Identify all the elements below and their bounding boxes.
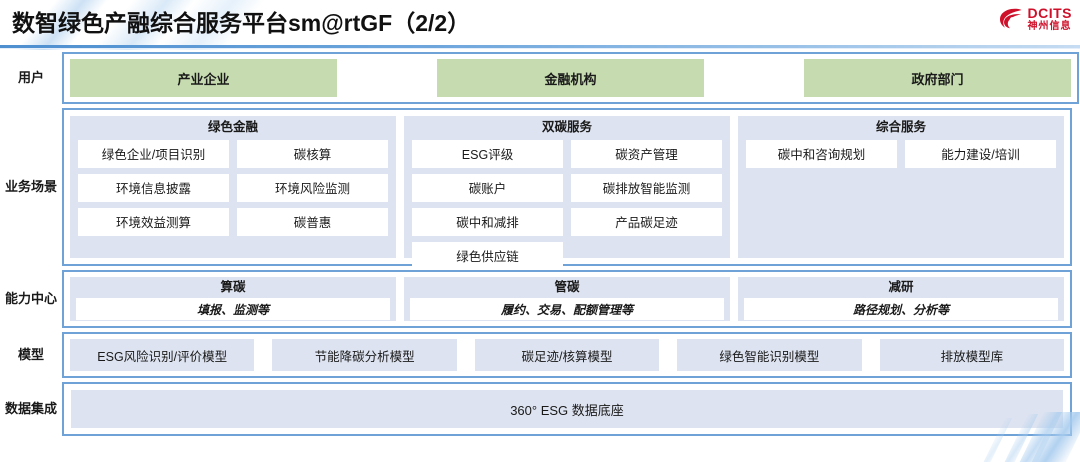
- model-box[interactable]: ESG风险识别/评价模型: [70, 339, 255, 371]
- biz-cell[interactable]: 能力建设/培训: [905, 139, 1056, 168]
- biz-cell[interactable]: 环境效益测算: [78, 207, 229, 236]
- business-group-comprehensive: 综合服务 碳中和咨询规划 能力建设/培训: [738, 116, 1064, 258]
- business-group-dual-carbon: 双碳服务 ESG评级 碳资产管理 碳账户 碳排放智能监测 碳中和减排 产品碳足迹…: [404, 116, 730, 270]
- row-panel-capability: 算碳 填报、监测等 管碳 履约、交易、配额管理等 减研 路径规划、分析等: [62, 270, 1072, 328]
- biz-cell[interactable]: 绿色供应链: [412, 241, 563, 270]
- user-box-government[interactable]: 政府部门: [804, 59, 1071, 97]
- logo-text-cn: 神州信息: [1027, 21, 1072, 32]
- row-models: 模型 ESG风险识别/评价模型 节能降碳分析模型 碳足迹/核算模型 绿色智能识别…: [0, 332, 1080, 378]
- model-box[interactable]: 碳足迹/核算模型: [474, 339, 660, 371]
- row-data-integration: 数据集成 360° ESG 数据底座: [0, 382, 1080, 436]
- biz-cell[interactable]: ESG评级: [412, 139, 563, 168]
- biz-cell[interactable]: 碳核算: [237, 139, 388, 168]
- model-box[interactable]: 排放模型库: [879, 339, 1065, 371]
- row-panel-users: 产业企业 金融机构 政府部门: [62, 52, 1079, 104]
- row-users: 用户 产业企业 金融机构 政府部门: [0, 52, 1080, 104]
- capability-group-reduce[interactable]: 减研 路径规划、分析等: [738, 277, 1064, 321]
- row-label-users: 用户: [17, 69, 44, 85]
- biz-cell[interactable]: 碳中和减排: [412, 207, 563, 236]
- capability-group-manage[interactable]: 管碳 履约、交易、配额管理等: [404, 277, 730, 321]
- capability-subtitle: 填报、监测等: [76, 298, 390, 320]
- model-box[interactable]: 绿色智能识别模型: [677, 339, 862, 371]
- capability-title: 算碳: [220, 280, 246, 294]
- biz-cell[interactable]: 环境风险监测: [237, 173, 388, 202]
- biz-cell[interactable]: 碳账户: [412, 173, 563, 202]
- capability-subtitle: 路径规划、分析等: [744, 298, 1058, 320]
- corner-swoosh-decoration: [890, 412, 1080, 462]
- capability-group-calculate[interactable]: 算碳 填报、监测等: [70, 277, 396, 321]
- row-panel-business: 绿色金融 绿色企业/项目识别 碳核算 环境信息披露 环境风险监测 环境效益测算 …: [62, 108, 1072, 270]
- biz-cell[interactable]: 碳中和咨询规划: [746, 139, 897, 168]
- row-label-data: 数据集成: [4, 400, 57, 416]
- row-label-model: 模型: [17, 346, 44, 362]
- group-title-dual-carbon: 双碳服务: [541, 120, 592, 134]
- business-group-green-finance: 绿色金融 绿色企业/项目识别 碳核算 环境信息披露 环境风险监测 环境效益测算 …: [70, 116, 396, 258]
- header-divider-rule: [0, 45, 1080, 48]
- page-title: 数智绿色产融综合服务平台sm@rtGF（2/2）: [12, 10, 471, 36]
- brand-logo: DCITS 神州信息: [998, 6, 1073, 32]
- architecture-diagram: 用户 产业企业 金融机构 政府部门 业务场景 绿色金融 绿色企业/项目识别: [0, 52, 1080, 462]
- dcits-swoosh-icon: [999, 8, 1022, 29]
- data-foundation-box[interactable]: 360° ESG 数据底座: [71, 390, 1063, 428]
- logo-text-en: DCITS: [1027, 5, 1072, 21]
- row-label-capability: 能力中心: [4, 290, 57, 306]
- row-business-scenarios: 业务场景 绿色金融 绿色企业/项目识别 碳核算 环境信息披露 环境风险监测 环境…: [0, 108, 1080, 270]
- user-box-industry[interactable]: 产业企业: [70, 59, 337, 97]
- biz-cell[interactable]: 产品碳足迹: [571, 207, 722, 236]
- capability-title: 管碳: [554, 280, 580, 294]
- logo-text-block: DCITS 神州信息: [1028, 6, 1073, 32]
- model-box[interactable]: 节能降碳分析模型: [272, 339, 457, 371]
- row-panel-data: 360° ESG 数据底座: [62, 382, 1072, 436]
- biz-cell[interactable]: 碳资产管理: [571, 139, 722, 168]
- group-title-green-finance: 绿色金融: [207, 120, 258, 134]
- capability-subtitle: 履约、交易、配额管理等: [410, 298, 724, 320]
- capability-title: 减研: [888, 280, 914, 294]
- header-divider-rule-thin: [0, 48, 1080, 49]
- biz-cell[interactable]: 绿色企业/项目识别: [78, 139, 229, 168]
- row-label-business: 业务场景: [4, 178, 57, 194]
- biz-cell[interactable]: 碳普惠: [237, 207, 388, 236]
- user-box-financial[interactable]: 金融机构: [437, 59, 704, 97]
- slide-header: 数智绿色产融综合服务平台sm@rtGF（2/2）: [0, 0, 1080, 50]
- biz-cell[interactable]: 碳排放智能监测: [571, 173, 722, 202]
- row-panel-model: ESG风险识别/评价模型 节能降碳分析模型 碳足迹/核算模型 绿色智能识别模型 …: [62, 332, 1072, 378]
- row-capability-center: 能力中心 算碳 填报、监测等 管碳 履约、交易、配额管理等 减研 路径规划、分析…: [0, 270, 1080, 328]
- group-title-comprehensive: 综合服务: [875, 120, 926, 134]
- biz-cell[interactable]: 环境信息披露: [78, 173, 229, 202]
